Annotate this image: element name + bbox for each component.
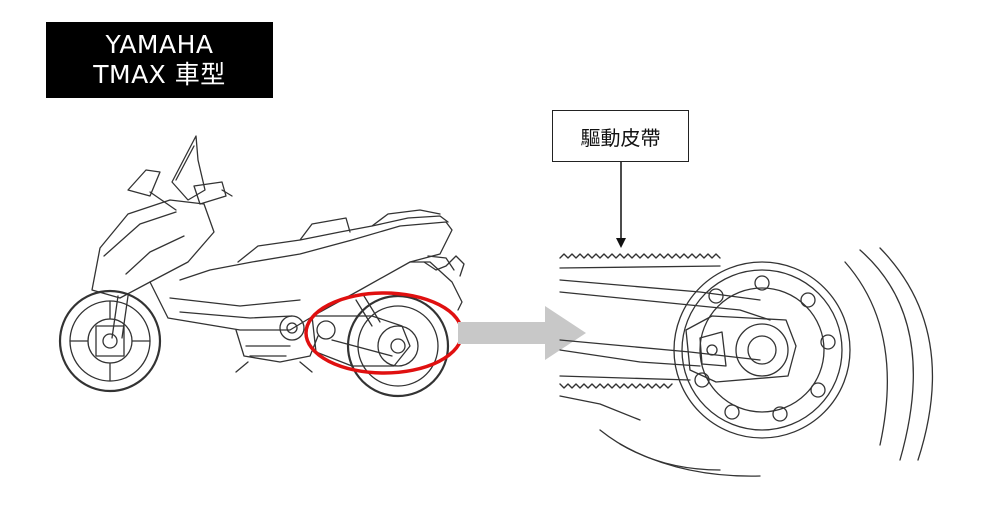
pointer-arrow — [616, 162, 626, 248]
zoom-arrow — [458, 306, 586, 360]
title-model: TMAX 車型 — [93, 60, 226, 89]
model-title-box: YAMAHA TMAX 車型 — [46, 22, 273, 98]
front-wheel — [58, 289, 162, 393]
drive-belt-label: 驅動皮帶 — [552, 110, 689, 162]
title-brand: YAMAHA — [105, 30, 214, 59]
motorcycle-drawing — [58, 135, 465, 398]
belt-detail-drawing — [559, 247, 933, 477]
drive-belt-label-text: 驅動皮帶 — [580, 125, 661, 150]
rear-wheel — [346, 294, 450, 398]
